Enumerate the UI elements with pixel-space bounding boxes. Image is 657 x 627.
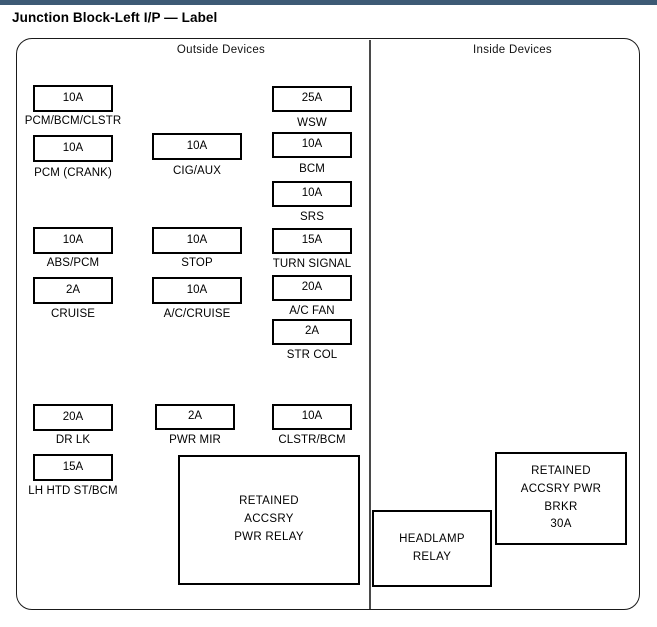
retained-accsry-pwr-brkr-line2: ACCSRY PWR	[520, 482, 602, 495]
fuse-box[interactable]: 2A	[272, 319, 352, 345]
fuse-box[interactable]: 10A	[272, 181, 352, 207]
fuse-box[interactable]: 10A	[33, 85, 113, 112]
fuse-label: PWR MIR	[169, 434, 221, 446]
retained-accsry-pwr-relay-line3: PWR RELAY	[234, 530, 304, 543]
retained-accsry-pwr-brkr-line3: BRKR	[544, 500, 578, 513]
fuse-label: CLSTR/BCM	[278, 434, 346, 446]
retained-accsry-pwr-brkr-rating: 30A	[550, 518, 572, 531]
retained-accsry-pwr-brkr-box[interactable]: RETAINED ACCSRY PWR BRKR 30A	[495, 452, 627, 545]
fuse-label: STOP	[181, 257, 213, 269]
fuse-label: A/C/CRUISE	[163, 308, 231, 320]
fuse-label: STR COL	[286, 349, 338, 361]
fuse-box[interactable]: 25A	[272, 86, 352, 112]
fuse-label: PCM (CRANK)	[34, 167, 112, 179]
page-title: Junction Block-Left I/P — Label	[12, 10, 218, 25]
fuse-label: DR LK	[55, 434, 91, 446]
top-accent-bar	[0, 0, 657, 5]
fuse-box[interactable]: 10A	[152, 277, 242, 304]
fuse-box[interactable]: 15A	[272, 228, 352, 254]
retained-accsry-pwr-relay-line2: ACCSRY	[244, 513, 294, 526]
fuse-box[interactable]: 10A	[272, 404, 352, 430]
fuse-label: BCM	[299, 163, 325, 175]
fuse-label: CRUISE	[50, 308, 96, 320]
headlamp-relay-line2: RELAY	[412, 550, 452, 563]
fuse-label: LH HTD ST/BCM	[28, 485, 118, 497]
headlamp-relay-line1: HEADLAMP	[399, 532, 465, 545]
outside-devices-header: Outside Devices	[176, 44, 266, 56]
retained-accsry-pwr-relay-box[interactable]: RETAINED ACCSRY PWR RELAY	[178, 455, 360, 585]
fuse-label: ABS/PCM	[46, 257, 100, 269]
fuse-label: CIG/AUX	[173, 165, 221, 177]
fuse-box[interactable]: 10A	[33, 227, 113, 254]
fuse-box[interactable]: 20A	[33, 404, 113, 431]
fuse-label: TURN SIGNAL	[272, 258, 352, 270]
fuse-box[interactable]: 2A	[155, 404, 235, 430]
fuse-box[interactable]: 10A	[272, 132, 352, 158]
fuse-box[interactable]: 20A	[272, 275, 352, 301]
fuse-label: SRS	[300, 211, 324, 223]
fuse-box[interactable]: 10A	[152, 227, 242, 254]
fuse-label: PCM/BCM/CLSTR	[24, 115, 122, 127]
fuse-box[interactable]: 2A	[33, 277, 113, 304]
inside-devices-header: Inside Devices	[473, 44, 552, 56]
retained-accsry-pwr-brkr-line1: RETAINED	[531, 464, 591, 477]
fuse-box[interactable]: 10A	[152, 133, 242, 160]
retained-accsry-pwr-relay-line1: RETAINED	[239, 495, 299, 508]
fuse-box[interactable]: 15A	[33, 454, 113, 481]
fuse-label: A/C FAN	[289, 305, 335, 317]
outside-inside-divider	[369, 40, 371, 609]
fuse-label: WSW	[297, 117, 327, 129]
fuse-box[interactable]: 10A	[33, 135, 113, 162]
headlamp-relay-box[interactable]: HEADLAMP RELAY	[372, 510, 492, 587]
